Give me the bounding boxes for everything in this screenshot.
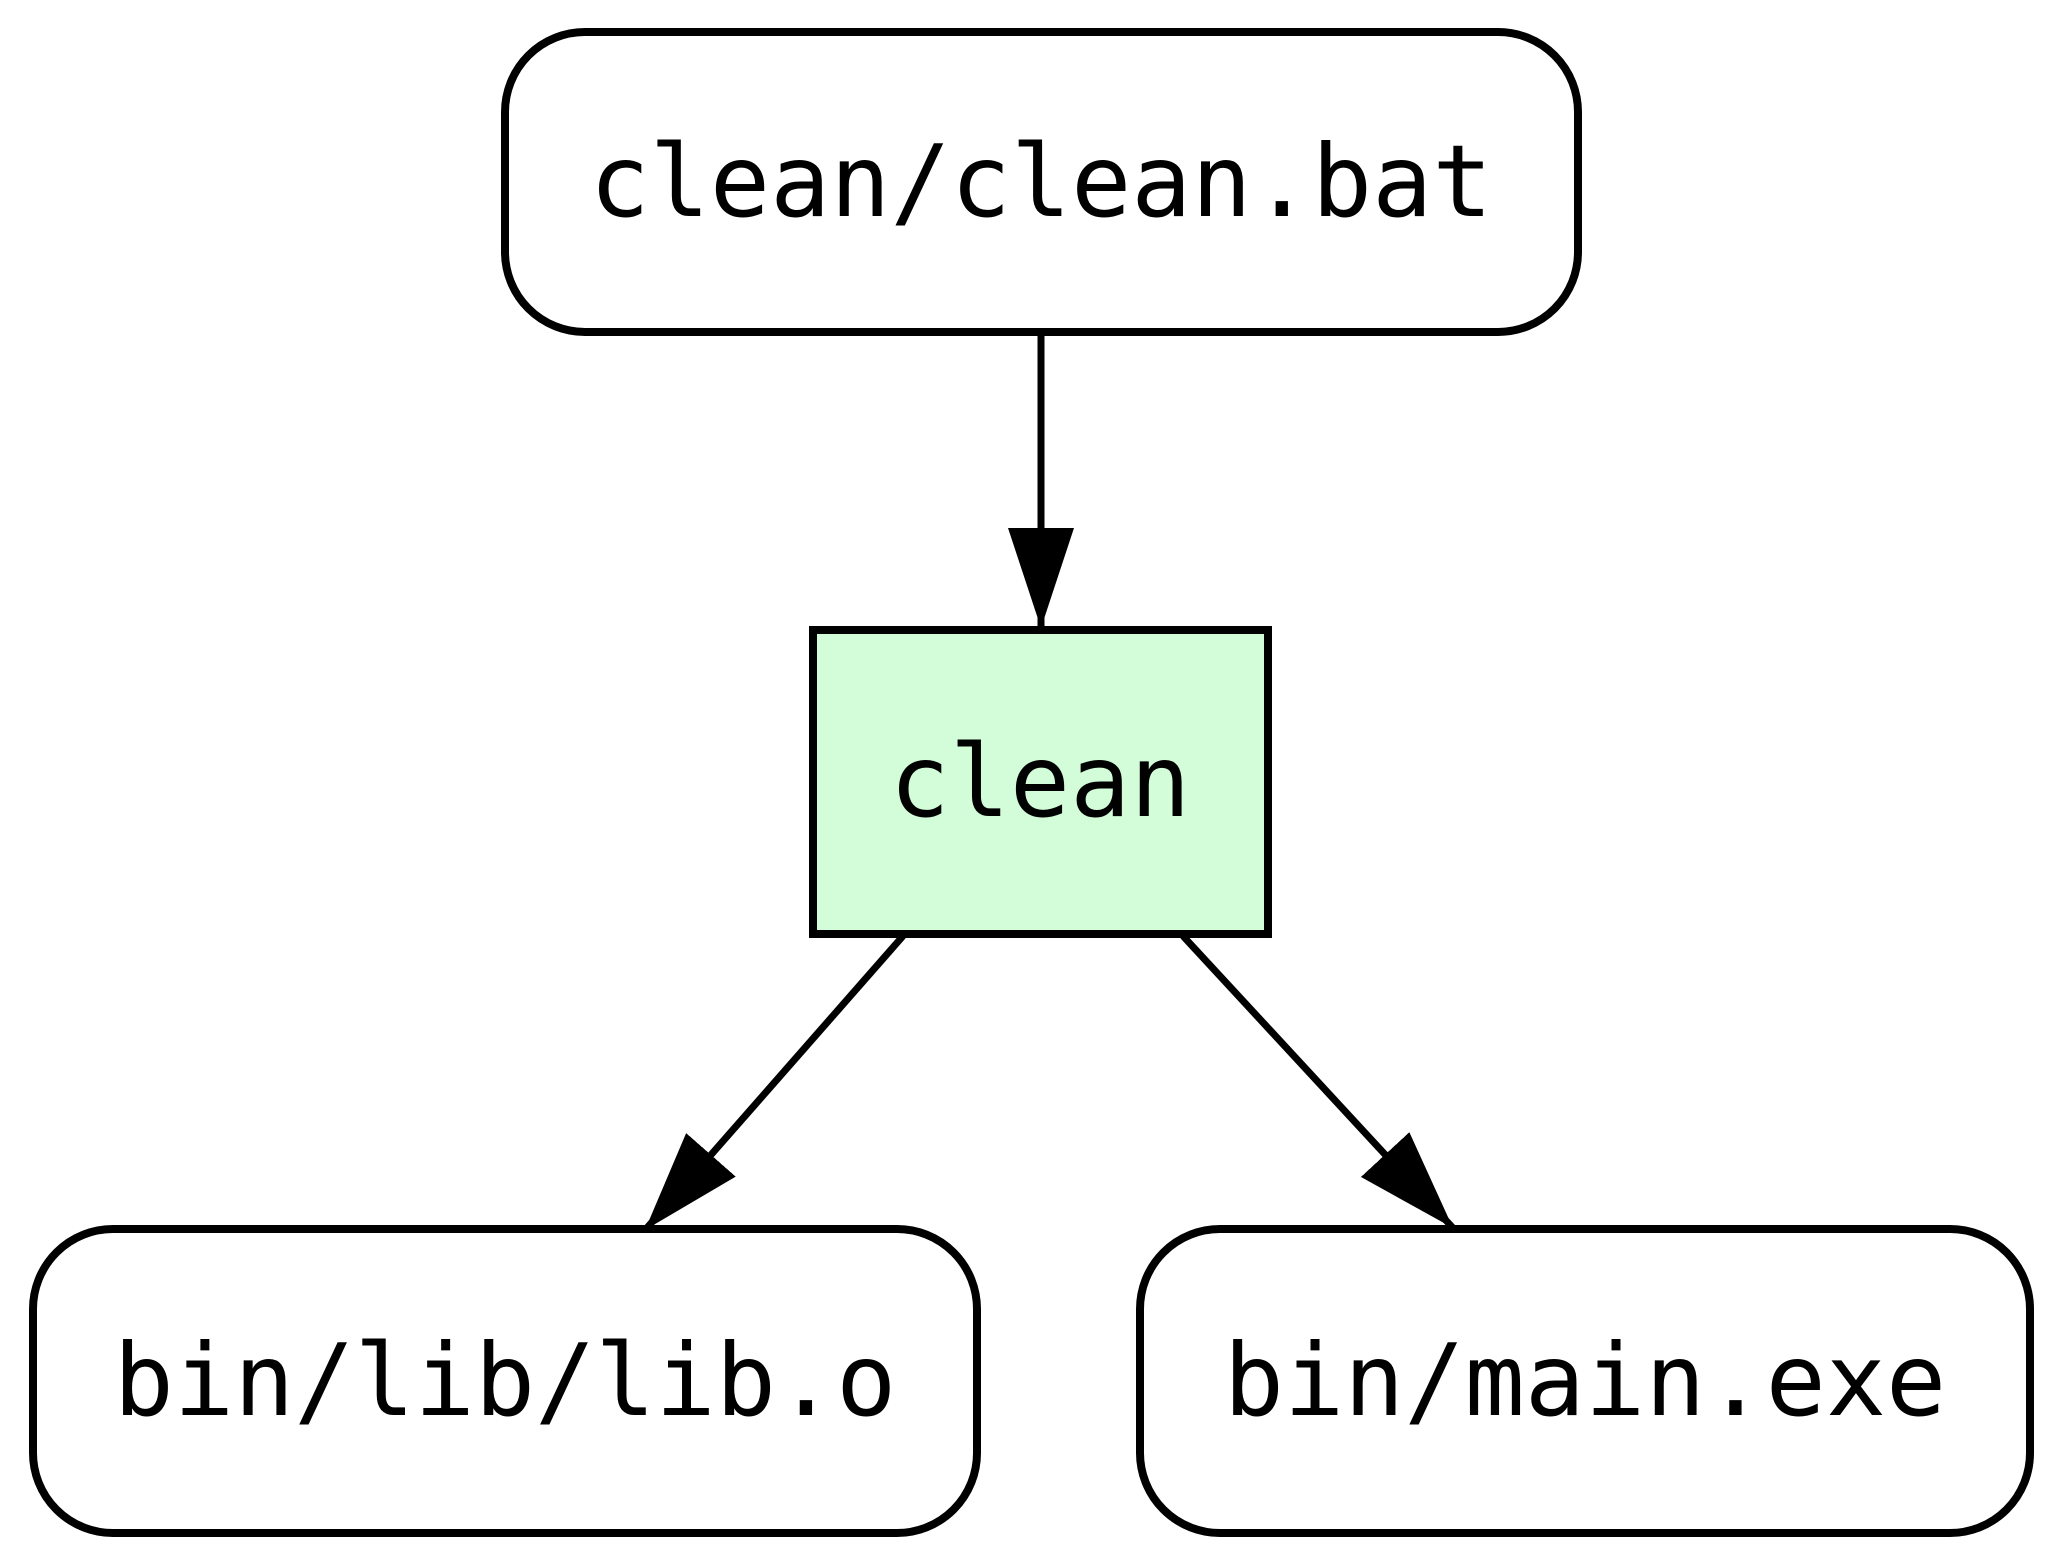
edge-line-arrow-icon — [1180, 933, 1456, 1231]
node-lib-o-label: bin/lib/lib.o — [114, 1322, 897, 1439]
node-main-exe-label: bin/main.exe — [1224, 1322, 1946, 1439]
edge-clean-to-mainexe — [1180, 933, 1456, 1231]
node-main-exe: bin/main.exe — [1136, 1225, 2034, 1537]
node-clean: clean — [809, 626, 1272, 938]
node-clean-bat-label: clean/clean.bat — [589, 123, 1492, 240]
node-lib-o-shape — [29, 1225, 981, 1537]
node-lib-o: bin/lib/lib.o — [29, 1225, 981, 1537]
node-main-exe-shape — [1136, 1225, 2034, 1537]
edge-clean-to-libo — [642, 933, 906, 1233]
node-clean-label: clean — [889, 723, 1190, 840]
node-clean-shape — [809, 626, 1272, 938]
node-clean-bat: clean/clean.bat — [501, 28, 1582, 336]
edge-line-arrow-icon — [642, 933, 906, 1233]
node-clean-bat-shape — [501, 28, 1582, 336]
